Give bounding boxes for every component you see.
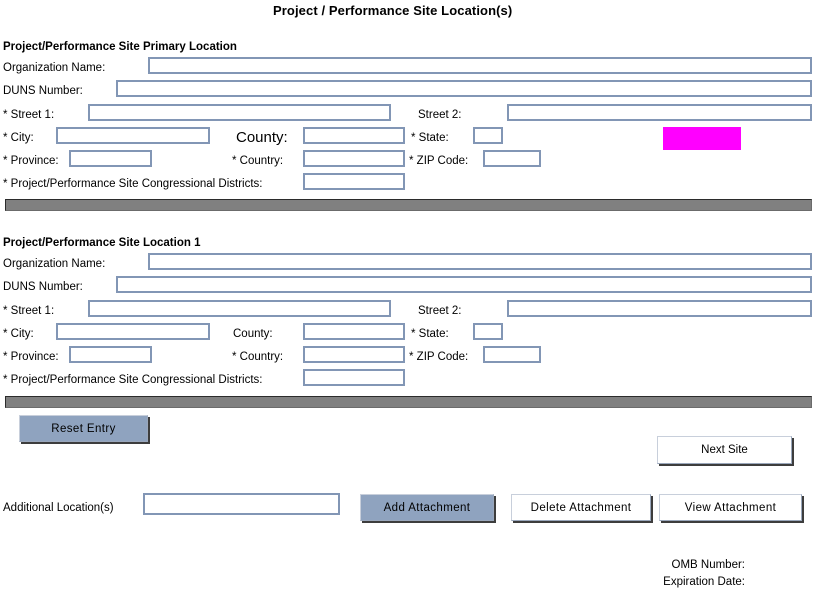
primary-state-label: * State: [411, 132, 449, 144]
location1-districts-label: * Project/Performance Site Congressional… [3, 374, 263, 386]
location1-street1-input[interactable] [88, 300, 391, 317]
primary-zip-input[interactable] [483, 150, 541, 167]
location1-heading: Project/Performance Site Location 1 [3, 237, 201, 249]
primary-street2-label: Street 2: [418, 109, 462, 121]
primary-province-label: * Province: [3, 155, 59, 167]
primary-organization-name-label: Organization Name: [3, 62, 106, 74]
location1-duns-number-label: DUNS Number: [3, 281, 83, 293]
location1-organization-name-label: Organization Name: [3, 258, 106, 270]
view-attachment-button[interactable]: View Attachment [659, 494, 802, 521]
primary-country-label: * Country: [232, 155, 284, 167]
primary-districts-input[interactable] [303, 173, 405, 190]
location1-duns-number-input[interactable] [116, 276, 812, 293]
primary-duns-number-input[interactable] [116, 80, 812, 97]
location1-zip-label: * ZIP Code: [409, 351, 469, 363]
location1-state-label: * State: [411, 328, 449, 340]
primary-organization-name-input[interactable] [148, 57, 812, 74]
primary-county-input[interactable] [303, 127, 405, 144]
location1-county-input[interactable] [303, 323, 405, 340]
location1-city-label: * City: [3, 328, 34, 340]
primary-state-input[interactable] [473, 127, 503, 144]
omb-number-label: OMB Number: [671, 559, 746, 571]
location1-districts-input[interactable] [303, 369, 405, 386]
location1-state-input[interactable] [473, 323, 503, 340]
additional-locations-input[interactable] [143, 493, 340, 515]
magenta-highlight-block [663, 127, 741, 150]
primary-country-input[interactable] [303, 150, 405, 167]
primary-location-heading: Project/Performance Site Primary Locatio… [3, 41, 237, 53]
reset-entry-button[interactable]: Reset Entry [19, 415, 148, 442]
location1-street2-label: Street 2: [418, 305, 462, 317]
delete-attachment-button[interactable]: Delete Attachment [511, 494, 651, 521]
location1-city-input[interactable] [56, 323, 210, 340]
primary-county-label: County: [236, 129, 288, 146]
location1-county-label: County: [233, 328, 273, 340]
section-separator-2 [5, 396, 812, 408]
add-attachment-button[interactable]: Add Attachment [360, 494, 494, 521]
page-title: Project / Performance Site Location(s) [273, 3, 513, 18]
primary-districts-label: * Project/Performance Site Congressional… [3, 178, 263, 190]
primary-province-input[interactable] [69, 150, 152, 167]
location1-country-input[interactable] [303, 346, 405, 363]
location1-zip-input[interactable] [483, 346, 541, 363]
next-site-button[interactable]: Next Site [657, 436, 792, 464]
additional-locations-label: Additional Location(s) [3, 502, 114, 514]
location1-province-label: * Province: [3, 351, 59, 363]
expiration-date-label: Expiration Date: [663, 576, 745, 588]
primary-zip-label: * ZIP Code: [409, 155, 469, 167]
primary-street2-input[interactable] [507, 104, 812, 121]
location1-organization-name-input[interactable] [148, 253, 812, 270]
section-separator-1 [5, 199, 812, 211]
primary-street1-input[interactable] [88, 104, 391, 121]
location1-province-input[interactable] [69, 346, 152, 363]
location1-street1-label: * Street 1: [3, 305, 55, 317]
primary-duns-number-label: DUNS Number: [3, 85, 83, 97]
location1-country-label: * Country: [232, 351, 284, 363]
location1-street2-input[interactable] [507, 300, 812, 317]
primary-city-label: * City: [3, 132, 34, 144]
primary-street1-label: * Street 1: [3, 109, 55, 121]
primary-city-input[interactable] [56, 127, 210, 144]
